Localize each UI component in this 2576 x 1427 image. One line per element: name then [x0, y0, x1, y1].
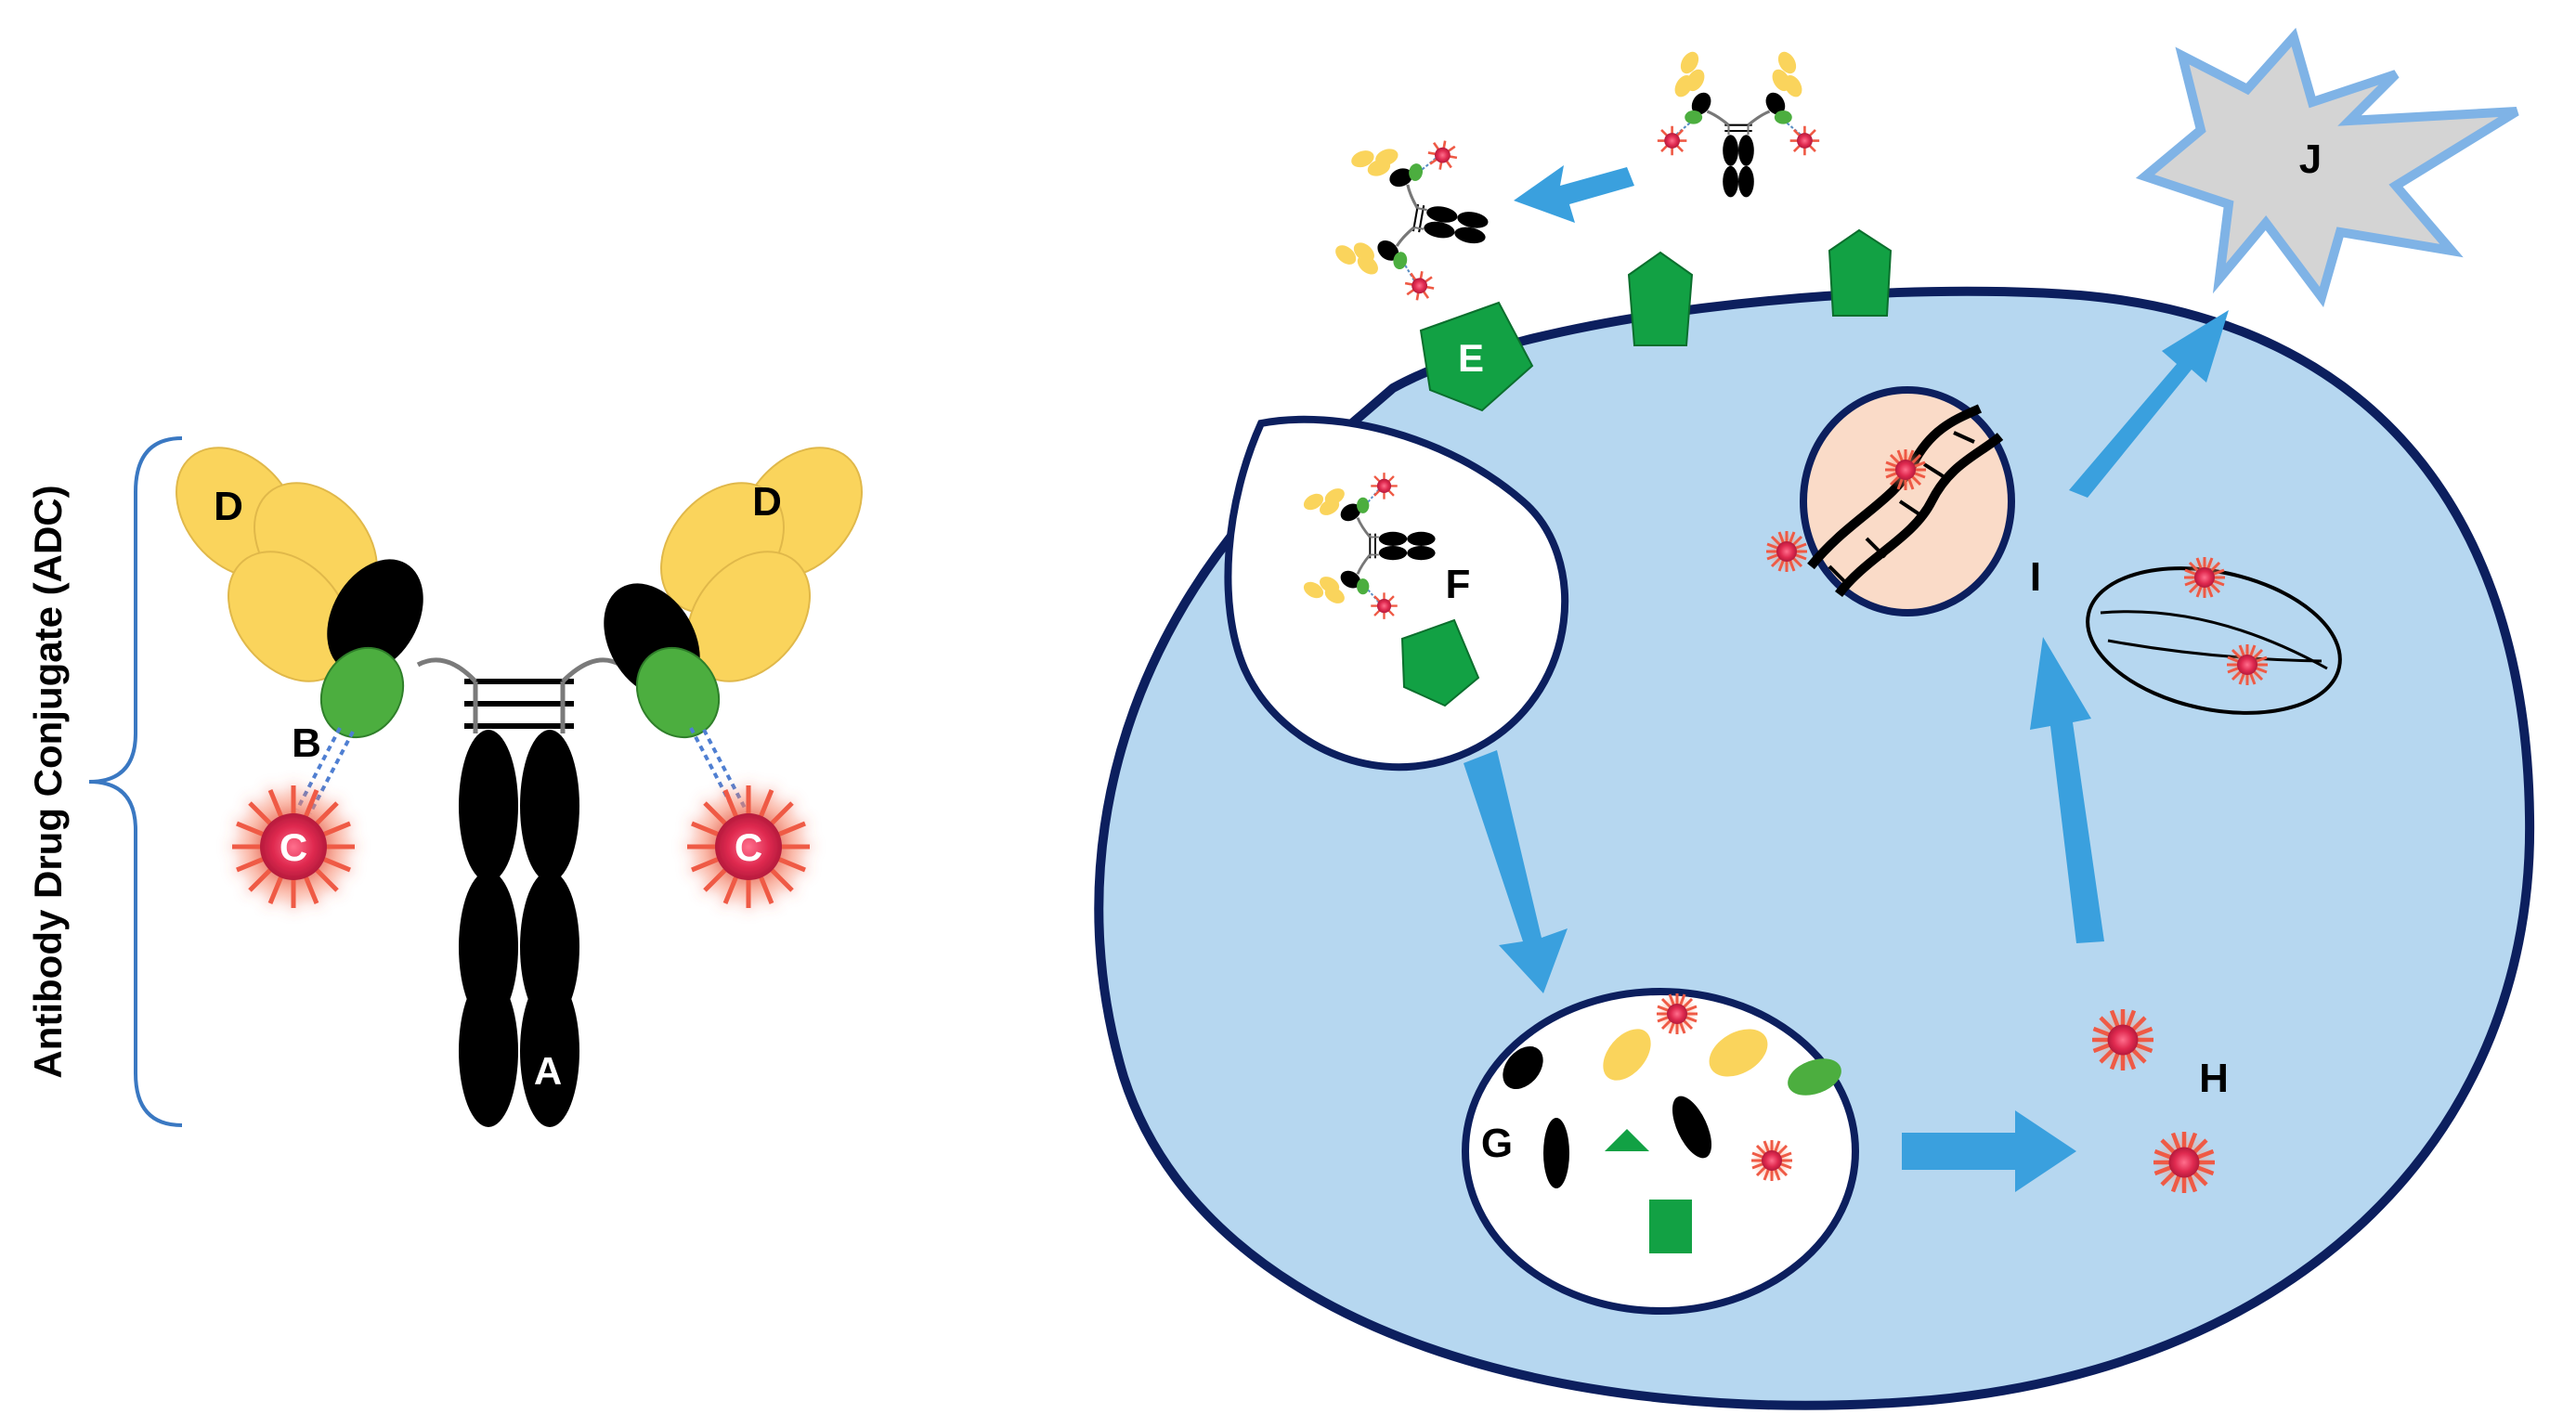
- adc-brace: [88, 436, 183, 1127]
- payload-right: [687, 785, 810, 908]
- arrow-to-targets: [2030, 637, 2104, 943]
- label-g: G: [1481, 1121, 1513, 1166]
- label-c-left: C: [280, 825, 307, 869]
- label-i: I: [2030, 554, 2041, 600]
- arrow-to-death: [2069, 310, 2229, 498]
- lysosome: G: [1462, 988, 1859, 1315]
- label-d-right: D: [752, 479, 782, 525]
- label-h: H: [2199, 1056, 2229, 1101]
- adc-side-label: Antibody Drug Conjugate (ADC): [26, 485, 70, 1078]
- cell-mechanism: E F G: [1094, 27, 2535, 1410]
- label-f: F: [1446, 562, 1471, 607]
- left-fab-arm: [176, 447, 423, 739]
- free-adc: [1658, 48, 1819, 197]
- free-payload: [2092, 1009, 2153, 1070]
- hinge-region: [464, 679, 574, 729]
- payload-left: [232, 785, 355, 908]
- nucleus: [1764, 386, 2015, 616]
- arrow-release: [1902, 1110, 2076, 1192]
- bound-adc: [1326, 124, 1501, 309]
- free-payload: [2153, 1132, 2215, 1193]
- receptor: [1828, 228, 1893, 317]
- receptor-bound: [1419, 301, 1534, 412]
- label-a: A: [534, 1049, 562, 1093]
- heavy-chain: [459, 730, 579, 1127]
- receptor: [1627, 251, 1694, 346]
- label-c-right: C: [735, 825, 762, 869]
- label-b: B: [292, 720, 321, 766]
- label-j: J: [2299, 136, 2322, 182]
- label-d-left: D: [214, 484, 243, 529]
- arrow-binding: [1514, 165, 1634, 223]
- microtubule: [2086, 555, 2342, 715]
- arrow-to-lysosome: [1464, 750, 1568, 993]
- dead-cell-icon: J: [2135, 27, 2519, 308]
- label-e: E: [1458, 336, 1484, 380]
- right-fab-arm: [604, 447, 863, 739]
- endosome: F: [1224, 415, 1569, 772]
- adc-structure: Antibody Drug Conjugate (ADC): [26, 436, 863, 1127]
